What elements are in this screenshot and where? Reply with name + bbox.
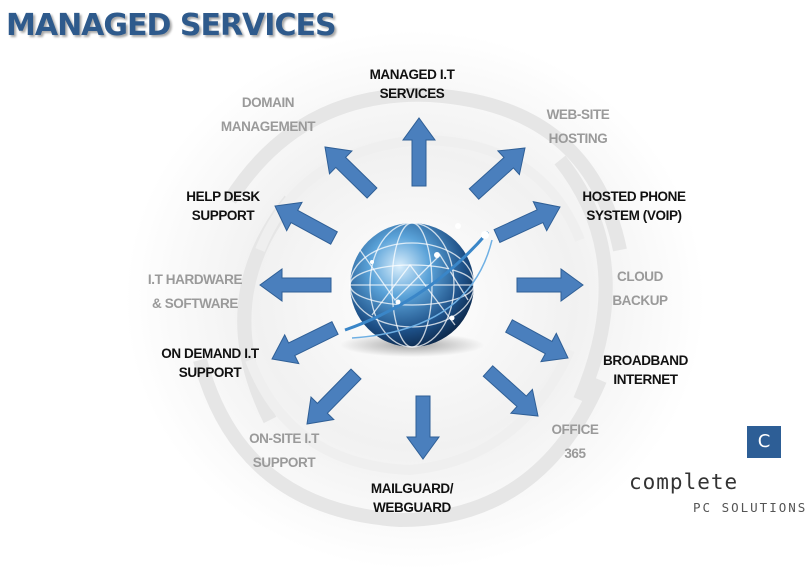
label-line: SUPPORT	[252, 455, 316, 470]
label-line: WEBGUARD	[373, 500, 451, 515]
label-line: MANAGED I.T	[369, 67, 455, 82]
arrow-onsite	[306, 368, 362, 425]
arrow-on-demand	[271, 321, 339, 365]
label-line: OFFICE	[551, 422, 599, 437]
label-line: I.T HARDWARE	[147, 272, 243, 287]
label-line: ON-SITE I.T	[249, 431, 319, 446]
logo-wordmark: complete	[629, 470, 739, 494]
label-line: SERVICES	[379, 86, 445, 101]
label-hosted-phone-system: HOSTED PHONE SYSTEM (VOIP)	[564, 187, 704, 225]
label-domain-management: DOMAIN MANAGEMENT	[204, 91, 332, 139]
label-line: SUPPORT	[178, 365, 242, 380]
arrow-mailguard	[406, 395, 440, 460]
label-line: HOSTED PHONE	[582, 189, 686, 204]
label-line: INTERNET	[613, 372, 678, 387]
label-mailguard-webguard: MAILGUARD/ WEBGUARD	[352, 479, 472, 517]
arrow-office-365	[482, 365, 539, 417]
label-line: DOMAIN	[241, 95, 295, 110]
label-cloud-backup: CLOUD BACKUP	[590, 265, 690, 313]
label-line: HELP DESK	[186, 189, 260, 204]
label-on-demand-it-support: ON DEMAND I.T SUPPORT	[135, 344, 285, 382]
label-line: ON DEMAND I.T	[161, 346, 259, 361]
label-line: WEB-SITE	[546, 107, 610, 122]
label-line: & SOFTWARE	[152, 296, 238, 311]
arrow-help-desk	[274, 201, 338, 245]
logo-tagline: PC SOLUTIONS	[693, 500, 808, 515]
label-web-site-hosting: WEB-SITE HOSTING	[523, 103, 633, 151]
logo-mark: C	[747, 426, 781, 458]
label-office-365: OFFICE 365	[535, 418, 615, 466]
label-line: BROADBAND	[603, 353, 688, 368]
arrow-hardware-software	[259, 268, 332, 302]
label-line: MANAGEMENT	[220, 119, 316, 134]
label-line: HOSTING	[548, 131, 608, 146]
label-line: CLOUD	[617, 269, 663, 284]
label-broadband-internet: BROADBAND INTERNET	[583, 351, 708, 389]
label-line: 365	[564, 446, 586, 461]
label-line: SYSTEM (VOIP)	[586, 208, 682, 223]
label-line: MAILGUARD/	[370, 481, 454, 496]
arrow-hosted-phone	[493, 201, 561, 244]
label-on-site-it-support: ON-SITE I.T SUPPORT	[224, 427, 344, 475]
label-line: BACKUP	[612, 293, 668, 308]
label-help-desk-support: HELP DESK SUPPORT	[163, 187, 283, 225]
label-line: SUPPORT	[191, 208, 255, 223]
arrow-domain	[324, 146, 378, 199]
arrow-managed-it	[402, 117, 436, 187]
label-it-hardware-software: I.T HARDWARE & SOFTWARE	[125, 268, 265, 316]
arrow-web-site-hosting	[468, 147, 526, 200]
arrow-broadband	[505, 319, 569, 363]
arrow-cloud-backup	[516, 268, 584, 302]
page-title: MANAGED SERVICES	[6, 8, 337, 43]
label-managed-it-services: MANAGED I.T SERVICES	[357, 65, 467, 103]
